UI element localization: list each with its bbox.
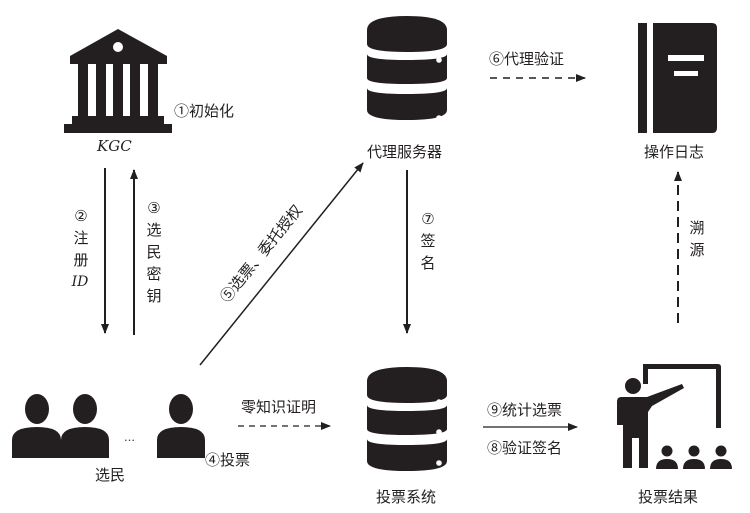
sign-char: 名	[420, 254, 436, 272]
voter-icon	[157, 394, 205, 458]
trace-char: 溯	[689, 219, 705, 237]
kgc-init-note: ①初始化	[174, 102, 235, 120]
voter-key-char: 民	[146, 243, 162, 261]
zkp-label: 零知识证明	[241, 398, 317, 416]
vote-label: ④投票	[205, 451, 251, 469]
voters-group-icon	[12, 394, 109, 458]
voter-key-label: ③ 选 民 密 钥	[146, 197, 162, 307]
voting-system-label: 投票系统	[376, 488, 437, 506]
tally-label: ⑨统计选票	[487, 401, 563, 419]
kgc-label: KGC	[97, 137, 132, 155]
trace-char: 源	[689, 241, 705, 259]
bank-building-icon	[64, 29, 172, 133]
verify-sign-label: ⑧验证签名	[487, 439, 563, 457]
operation-log-label: 操作日志	[644, 143, 705, 161]
voter-key-step: ③	[147, 199, 161, 217]
proxy-verify-label: ⑥代理验证	[489, 50, 565, 68]
voters-label: 选民	[95, 466, 126, 484]
register-id: ID	[71, 274, 89, 290]
voter-key-char: 选	[146, 221, 162, 239]
log-book-icon	[638, 23, 717, 133]
voter-key-char: 密	[146, 265, 162, 283]
sign-char: 签	[420, 232, 436, 250]
sign-label: ⑦ 签 名	[420, 208, 436, 274]
trace-label: 溯 源	[689, 217, 705, 261]
sign-step: ⑦	[421, 210, 435, 228]
voting-result-label: 投票结果	[638, 488, 699, 506]
register-step: ②	[74, 207, 88, 225]
proxy-server-label: 代理服务器	[367, 143, 443, 161]
voting-system-database-icon	[367, 367, 447, 471]
delegate-arrow	[199, 162, 364, 366]
register-label: ② 注 册 ID	[71, 205, 89, 293]
register-char: 注	[73, 229, 89, 247]
presenter-audience-icon	[617, 364, 732, 469]
proxy-server-database-icon	[367, 16, 447, 121]
register-char: 册	[73, 251, 89, 269]
voter-key-char: 钥	[146, 287, 162, 305]
voters-ellipsis: …	[124, 431, 135, 444]
